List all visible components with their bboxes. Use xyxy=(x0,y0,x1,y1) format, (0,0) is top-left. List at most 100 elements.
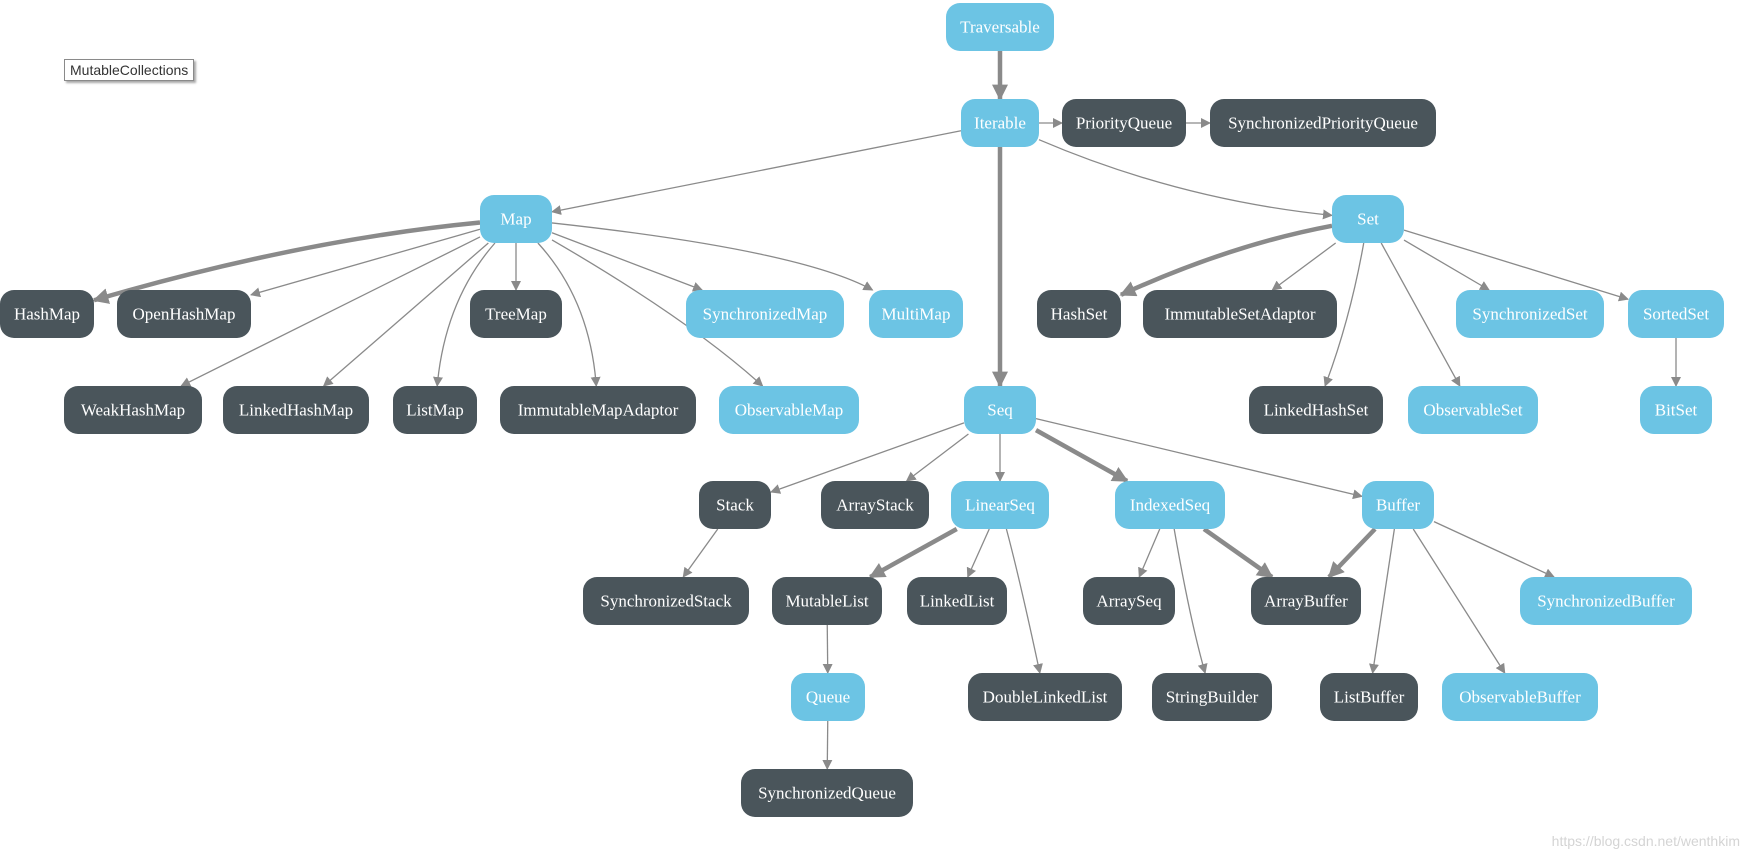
diagram-title: MutableCollections xyxy=(64,59,195,81)
node-box xyxy=(470,290,562,338)
node-box xyxy=(1362,481,1434,529)
node-mutable-list[interactable]: MutableList xyxy=(772,577,882,625)
node-box xyxy=(583,577,749,625)
node-label: Seq xyxy=(987,401,1013,420)
node-box xyxy=(907,577,1007,625)
node-box xyxy=(1442,673,1598,721)
node-list-buffer[interactable]: ListBuffer xyxy=(1320,673,1418,721)
node-label: Stack xyxy=(716,496,754,515)
node-set[interactable]: Set xyxy=(1332,195,1404,243)
edge-seq-to-array-stack xyxy=(905,433,969,482)
node-box xyxy=(869,290,963,338)
node-label: Buffer xyxy=(1376,496,1420,515)
node-label: Iterable xyxy=(974,114,1026,133)
edge-indexed-seq-to-string-builder xyxy=(1173,528,1208,674)
node-label: SynchronizedStack xyxy=(600,592,732,611)
node-box xyxy=(686,290,844,338)
edge-map-to-observable-map xyxy=(551,239,764,387)
node-linked-hash-map[interactable]: LinkedHashMap xyxy=(223,386,369,434)
edge-map-to-linked-hash-map xyxy=(322,242,489,387)
node-string-builder[interactable]: StringBuilder xyxy=(1152,673,1272,721)
node-hash-set[interactable]: HashSet xyxy=(1037,290,1121,338)
node-linked-hash-set[interactable]: LinkedHashSet xyxy=(1249,386,1383,434)
node-label: LinkedHashSet xyxy=(1264,401,1369,420)
node-synchronized-set[interactable]: SynchronizedSet xyxy=(1456,290,1604,338)
node-label: LinearSeq xyxy=(965,496,1035,515)
node-bit-set[interactable]: BitSet xyxy=(1640,386,1712,434)
node-box xyxy=(1249,386,1383,434)
edge-map-to-open-hash-map xyxy=(250,228,481,298)
node-box xyxy=(393,386,477,434)
node-double-linked-list[interactable]: DoubleLinkedList xyxy=(968,673,1122,721)
node-label: SynchronizedMap xyxy=(703,305,828,324)
node-box xyxy=(1640,386,1712,434)
node-open-hash-map[interactable]: OpenHashMap xyxy=(117,290,251,338)
node-label: MultiMap xyxy=(882,305,951,324)
edge-buffer-to-synchronized-buffer xyxy=(1433,521,1555,578)
node-multi-map[interactable]: MultiMap xyxy=(869,290,963,338)
node-array-stack[interactable]: ArrayStack xyxy=(821,481,929,529)
node-tree-map[interactable]: TreeMap xyxy=(470,290,562,338)
node-queue[interactable]: Queue xyxy=(791,673,865,721)
node-indexed-seq[interactable]: IndexedSeq xyxy=(1115,481,1225,529)
node-linear-seq[interactable]: LinearSeq xyxy=(951,481,1049,529)
edge-iterable-to-map xyxy=(551,130,962,216)
node-synchronized-buffer[interactable]: SynchronizedBuffer xyxy=(1520,577,1692,625)
node-label: LinkedHashMap xyxy=(239,401,353,420)
node-synchronized-stack[interactable]: SynchronizedStack xyxy=(583,577,749,625)
node-sorted-set[interactable]: SortedSet xyxy=(1628,290,1724,338)
node-array-buffer[interactable]: ArrayBuffer xyxy=(1251,577,1361,625)
node-label: ObservableBuffer xyxy=(1459,688,1581,707)
node-label: StringBuilder xyxy=(1166,688,1259,707)
node-synchronized-priority-queue[interactable]: SynchronizedPriorityQueue xyxy=(1210,99,1436,147)
node-label: ListBuffer xyxy=(1334,688,1405,707)
edge-map-to-list-map xyxy=(433,242,496,387)
node-label: Set xyxy=(1357,210,1379,229)
node-label: DoubleLinkedList xyxy=(983,688,1108,707)
node-buffer[interactable]: Buffer xyxy=(1362,481,1434,529)
node-seq[interactable]: Seq xyxy=(964,386,1036,434)
node-list-map[interactable]: ListMap xyxy=(393,386,477,434)
node-iterable[interactable]: Iterable xyxy=(961,99,1039,147)
edge-linear-seq-to-mutable-list xyxy=(868,527,958,579)
node-observable-map[interactable]: ObservableMap xyxy=(719,386,859,434)
node-synchronized-queue[interactable]: SynchronizedQueue xyxy=(741,769,913,817)
node-box xyxy=(64,386,202,434)
node-linked-list[interactable]: LinkedList xyxy=(907,577,1007,625)
node-map[interactable]: Map xyxy=(480,195,552,243)
node-immutable-map-adaptor[interactable]: ImmutableMapAdaptor xyxy=(500,386,696,434)
edge-indexed-seq-to-array-buffer xyxy=(1202,527,1274,579)
node-weak-hash-map[interactable]: WeakHashMap xyxy=(64,386,202,434)
node-hash-map[interactable]: HashMap xyxy=(0,290,94,338)
node-label: Traversable xyxy=(960,18,1040,37)
edge-seq-to-buffer xyxy=(1035,417,1363,500)
node-observable-set[interactable]: ObservableSet xyxy=(1408,386,1538,434)
node-box xyxy=(1062,99,1186,147)
node-array-seq[interactable]: ArraySeq xyxy=(1083,577,1175,625)
node-label: ImmutableMapAdaptor xyxy=(518,401,679,420)
edge-linear-seq-to-linked-list xyxy=(966,528,990,578)
edge-set-to-linked-hash-set xyxy=(1323,242,1365,387)
node-box xyxy=(772,577,882,625)
node-label: HashSet xyxy=(1051,305,1108,324)
edge-set-to-observable-set xyxy=(1380,242,1461,387)
node-box xyxy=(1143,290,1337,338)
edge-set-to-sorted-set xyxy=(1403,229,1629,302)
edge-seq-to-stack xyxy=(770,422,965,494)
node-box xyxy=(791,673,865,721)
node-label: SortedSet xyxy=(1643,305,1709,324)
node-synchronized-map[interactable]: SynchronizedMap xyxy=(686,290,844,338)
edge-queue-to-synchronized-queue xyxy=(822,720,833,770)
node-traversable[interactable]: Traversable xyxy=(946,3,1054,51)
edge-stack-to-synchronized-stack xyxy=(682,528,719,578)
node-immutable-set-adaptor[interactable]: ImmutableSetAdaptor xyxy=(1143,290,1337,338)
node-priority-queue[interactable]: PriorityQueue xyxy=(1062,99,1186,147)
node-box xyxy=(500,386,696,434)
edge-map-to-synchronized-map xyxy=(551,232,704,292)
node-stack[interactable]: Stack xyxy=(699,481,771,529)
node-observable-buffer[interactable]: ObservableBuffer xyxy=(1442,673,1598,721)
edge-set-to-hash-set xyxy=(1119,223,1333,297)
node-box xyxy=(480,195,552,243)
node-label: ObservableSet xyxy=(1423,401,1522,420)
node-box xyxy=(1628,290,1724,338)
